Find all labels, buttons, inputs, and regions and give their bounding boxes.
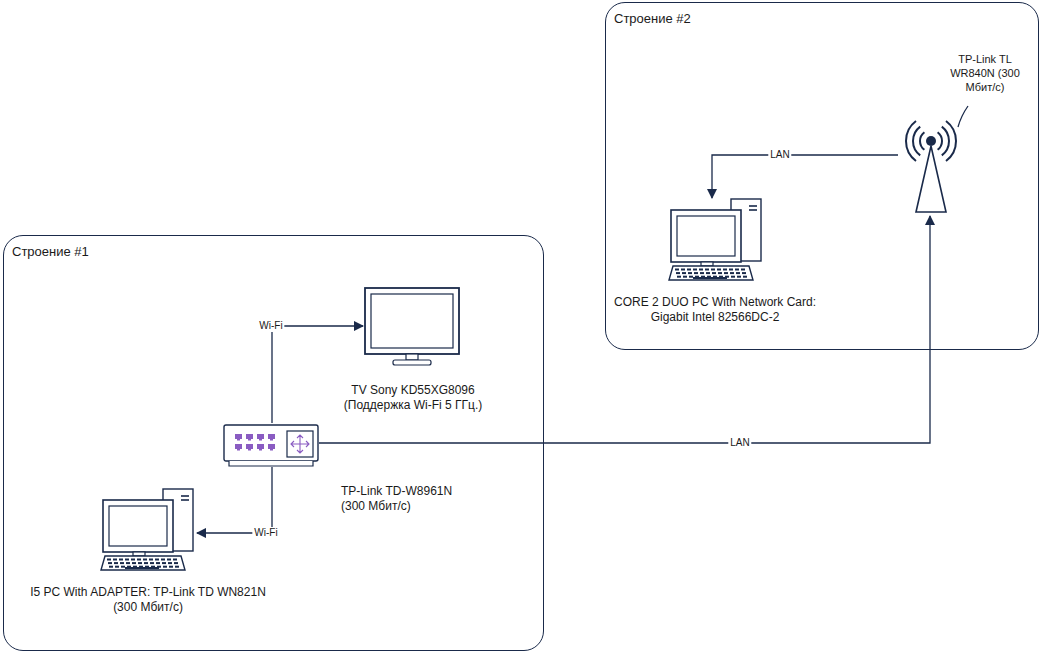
connector-label: Wi-Fi <box>252 527 279 539</box>
connector-label: LAN <box>728 437 751 449</box>
device-caption: CORE 2 DUO PC With Network Card: Gigabit… <box>603 295 827 325</box>
connector <box>319 216 930 443</box>
tv-set-icon <box>363 286 461 371</box>
desktop-pc: CORE 2 DUO PC With Network Card: Gigabit… <box>669 198 761 283</box>
connector-label: LAN <box>768 149 791 161</box>
region-title: Строение #2 <box>614 11 691 26</box>
tv-set: TV Sony KD55XG8096 (Поддержка Wi-Fi 5 ГГ… <box>363 286 461 371</box>
adsl-router: TP-Link TD-W8961N (300 Мбит/с) <box>223 423 319 467</box>
device-caption: TP-Link TL WR840N (300 Мбит/с) <box>944 52 1026 94</box>
device-caption: I5 PC With ADAPTER: TP-Link TD WN821N (3… <box>23 585 273 615</box>
wifi-router: TP-Link TL WR840N (300 Мбит/с) <box>898 116 964 216</box>
desktop-pc-icon <box>101 488 197 573</box>
device-caption: TP-Link TD-W8961N (300 Мбит/с) <box>341 484 467 514</box>
connector <box>197 467 272 533</box>
leader-line <box>958 106 968 127</box>
connector <box>712 155 898 198</box>
connector-label: Wi-Fi <box>257 320 284 332</box>
adsl-router-icon <box>223 423 319 467</box>
wifi-router-icon <box>898 116 964 216</box>
device-caption: TV Sony KD55XG8096 (Поддержка Wi-Fi 5 ГГ… <box>327 383 499 413</box>
building-region: Строение #1 TV Sony KD55XG8096 (Поддержка… <box>3 235 544 651</box>
desktop-pc: I5 PC With ADAPTER: TP-Link TD WN821N (3… <box>101 488 197 573</box>
building-region: Строение #2 TP-Link TL WR840N (300 Мбит/с… <box>605 2 1039 350</box>
desktop-pc-icon <box>669 198 761 283</box>
region-title: Строение #1 <box>12 244 89 259</box>
